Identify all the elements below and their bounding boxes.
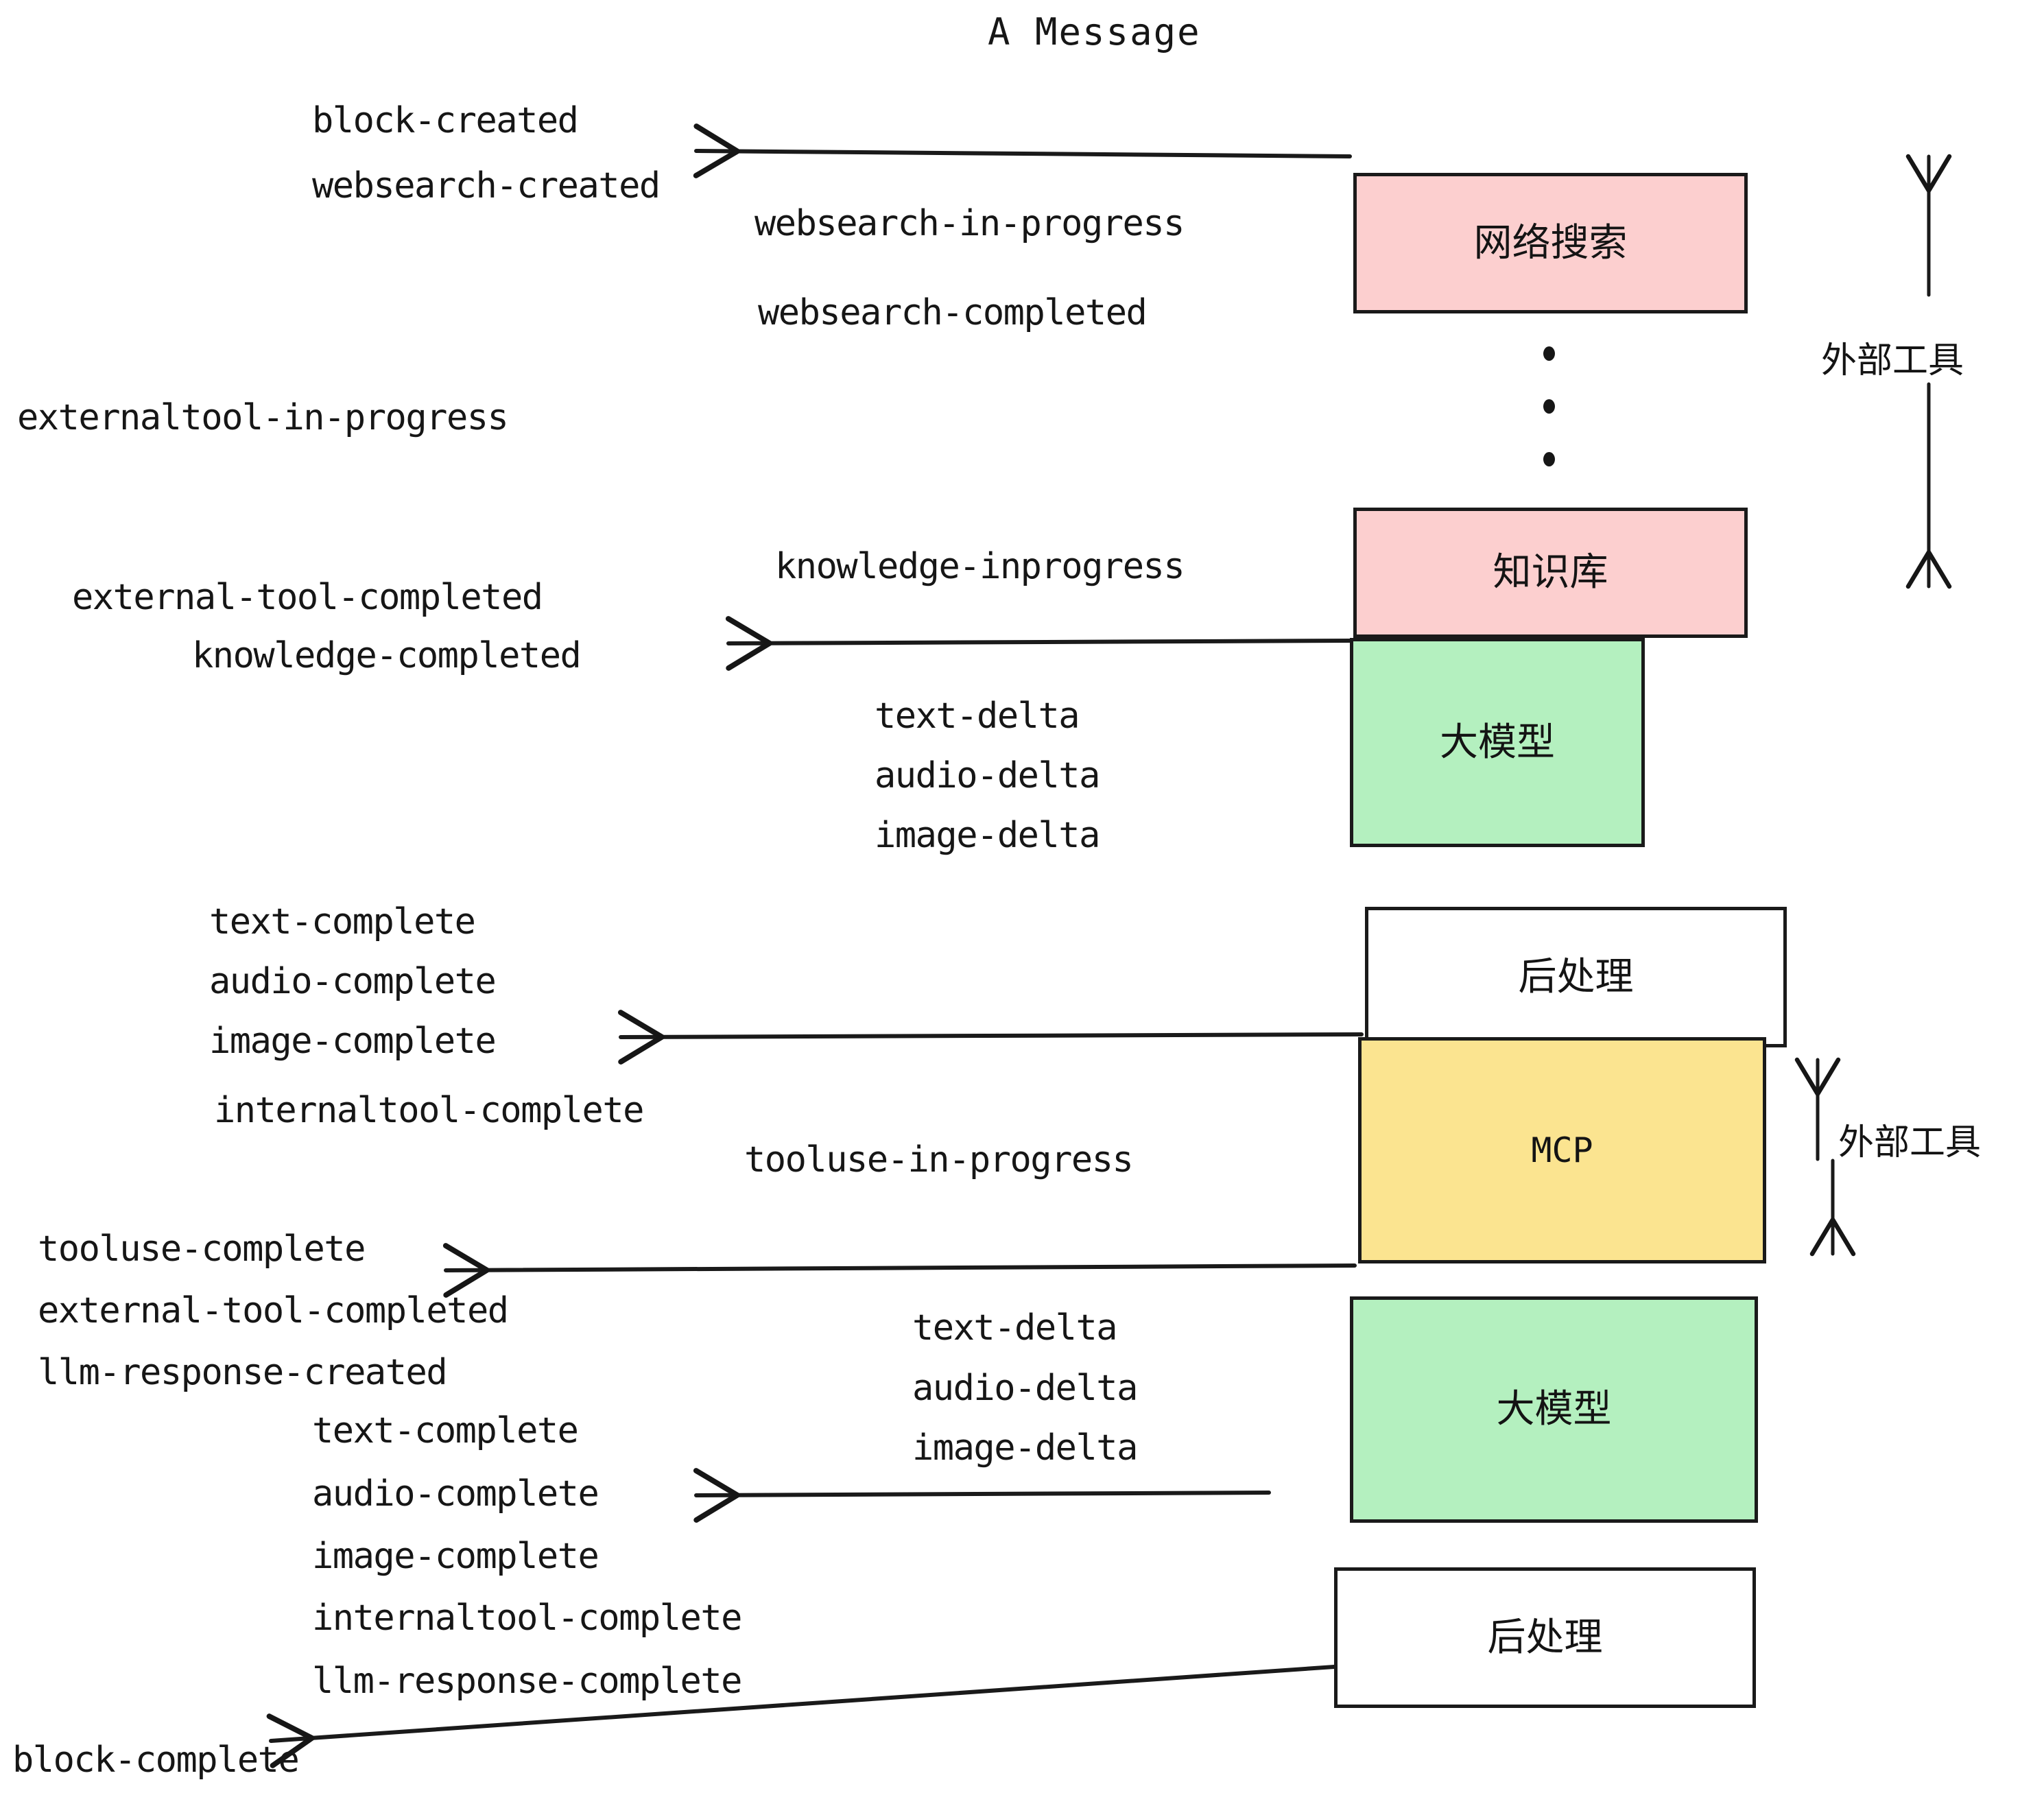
- box-postprocess-top: 后处理: [1365, 907, 1787, 1047]
- event-label: image-complete: [312, 1536, 599, 1577]
- event-label: externaltool-in-progress: [17, 397, 509, 438]
- scope-arrows: [1794, 154, 1952, 1257]
- event-label: knowledge-completed: [192, 635, 582, 676]
- event-label: text-complete: [209, 901, 476, 942]
- scope-label-external-tool-top: 外部工具: [1821, 340, 1964, 381]
- event-label: websearch-completed: [758, 292, 1148, 333]
- vertical-ellipsis-icon: [1543, 346, 1555, 466]
- event-label: external-tool-completed: [72, 577, 543, 618]
- event-label: text-delta: [875, 696, 1080, 737]
- box-label: 后处理: [1518, 954, 1634, 999]
- event-label: audio-delta: [912, 1368, 1138, 1409]
- box-postprocess-bottom: 后处理: [1334, 1567, 1756, 1708]
- event-label: websearch-in-progress: [754, 203, 1185, 244]
- event-label: image-complete: [209, 1021, 497, 1062]
- event-label: audio-delta: [875, 755, 1100, 796]
- box-knowledge: 知识库: [1353, 508, 1748, 638]
- event-label: tooluse-complete: [38, 1229, 366, 1270]
- image-complete-arrow: [617, 1010, 1364, 1065]
- event-label: llm-response-created: [38, 1352, 448, 1393]
- event-label: internaltool-complete: [214, 1090, 644, 1131]
- event-label: tooluse-in-progress: [744, 1139, 1134, 1180]
- box-label: 大模型: [1496, 1387, 1612, 1432]
- event-label: block-complete: [12, 1740, 300, 1781]
- event-label: external-tool-completed: [38, 1290, 509, 1331]
- event-label: knowledge-inprogress: [775, 546, 1185, 587]
- box-label: MCP: [1531, 1130, 1593, 1170]
- event-label: text-complete: [312, 1410, 579, 1451]
- event-label: block-created: [312, 100, 579, 141]
- audio-complete-arrow: [693, 1468, 1271, 1523]
- block-created-arrow: [693, 123, 1352, 178]
- tooluse-complete-arrow: [442, 1243, 1357, 1298]
- event-label: internaltool-complete: [312, 1598, 742, 1639]
- event-label: image-delta: [912, 1427, 1138, 1469]
- scope-label-external-tool-bottom: 外部工具: [1838, 1122, 1982, 1163]
- box-label: 后处理: [1487, 1615, 1603, 1660]
- box-label: 知识库: [1493, 550, 1608, 595]
- box-label: 大模型: [1440, 720, 1555, 765]
- box-label: 网络搜索: [1473, 220, 1628, 265]
- event-label: audio-complete: [312, 1473, 599, 1515]
- box-llm-top: 大模型: [1350, 638, 1645, 847]
- event-label: image-delta: [875, 815, 1100, 856]
- box-mcp: MCP: [1358, 1037, 1766, 1263]
- knowledge-completed-arrow: [725, 616, 1352, 671]
- event-label: websearch-created: [312, 165, 661, 206]
- box-websearch: 网络搜索: [1353, 173, 1748, 313]
- box-llm-bottom: 大模型: [1350, 1296, 1758, 1523]
- event-label: audio-complete: [209, 961, 497, 1002]
- event-label: text-delta: [912, 1307, 1118, 1349]
- event-label: llm-response-complete: [312, 1661, 742, 1702]
- page-title: A Message: [988, 10, 1201, 54]
